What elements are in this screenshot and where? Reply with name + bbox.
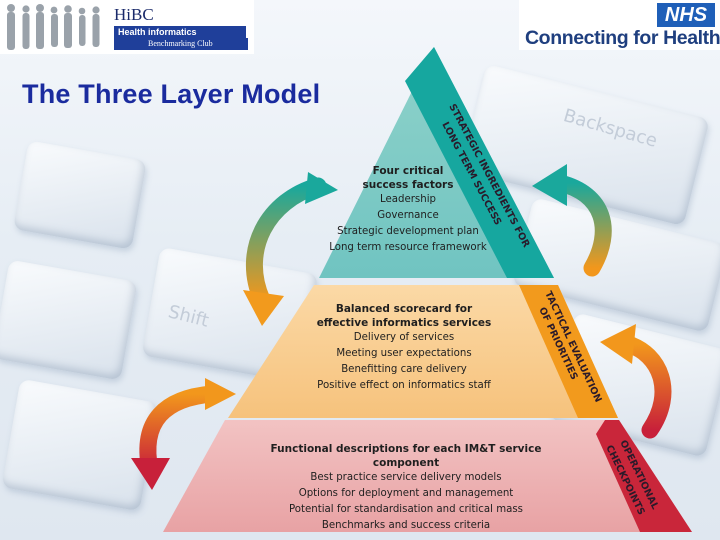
top-layer-item: Strategic development plan [337, 226, 479, 237]
people-silhouettes [7, 4, 100, 50]
middle-layer [228, 285, 618, 418]
bottom-layer [163, 420, 692, 532]
hibc-tagline: Health informatics [114, 26, 246, 38]
bottom-layer-side-band [596, 420, 692, 532]
bottom-layer-item: Best practice service delivery models [310, 472, 502, 483]
middle-layer-item: Delivery of services [353, 332, 455, 343]
hibc-logo: HiBC Health informatics Benchmarking Clu… [114, 6, 248, 50]
arrowhead-icon [131, 458, 170, 490]
cycle-arrow-upper-right [551, 174, 612, 277]
top-layer-item: Leadership [380, 194, 436, 205]
bottom-layer-item: Options for deployment and management [298, 488, 514, 499]
nhs-header: NHS Connecting for Health [519, 0, 720, 50]
hibc-name: HiBC [114, 5, 154, 24]
top-layer-heading-line-1: Four critical [372, 165, 444, 177]
middle-layer-item: Meeting user expectations [336, 348, 472, 359]
cycle-arrow-lower-right [619, 335, 672, 439]
top-layer-heading-line-2: success factors [362, 179, 454, 191]
page-title: The Three Layer Model [22, 79, 321, 109]
top-layer-item: Governance [377, 210, 439, 221]
top-layer-side-band [405, 47, 554, 278]
cycle-arrow-upper-left [245, 177, 327, 309]
bottom-layer-text: Functional descriptions for each IM&T se… [236, 442, 576, 534]
cycle-arrow-lower-left [139, 385, 221, 479]
nhs-badge: NHS [657, 3, 715, 27]
nhs-tagline: Connecting for Health [525, 27, 720, 49]
middle-layer-item: Positive effect on informatics staff [317, 380, 491, 391]
middle-layer-item: Benefitting care delivery [341, 364, 467, 375]
middle-layer-heading-line-1: Balanced scorecard for [335, 303, 473, 315]
top-layer-text: Four critical success factors Leadership… [318, 164, 498, 256]
bottom-layer-item: Benchmarks and success criteria [321, 520, 491, 531]
hibc-subtitle: Benchmarking Club [114, 38, 248, 50]
arrowhead-icon [305, 172, 338, 204]
arrowhead-icon [205, 378, 236, 410]
arrowhead-icon [600, 324, 636, 364]
middle-layer-text: Balanced scorecard for effective informa… [300, 302, 508, 394]
top-layer-item: Long term resource framework [329, 242, 487, 253]
middle-layer-side-band [519, 285, 618, 418]
bottom-layer-heading: Functional descriptions for each IM&T se… [270, 443, 542, 469]
hibc-header: HiBC Health informatics Benchmarking Clu… [0, 0, 254, 54]
arrowhead-icon [243, 290, 284, 326]
middle-layer-heading-line-2: effective informatics services [316, 317, 492, 329]
arrowhead-icon [532, 164, 567, 206]
bottom-layer-item: Potential for standardisation and critic… [289, 504, 523, 515]
